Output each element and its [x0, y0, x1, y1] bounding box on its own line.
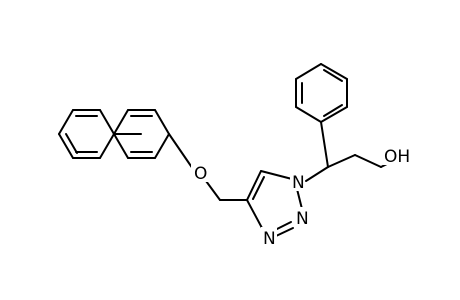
- naphthalene-right-ring: [113, 109, 170, 159]
- triazole-n1-label: N: [292, 173, 305, 193]
- triazole-n2-label: N: [296, 209, 309, 229]
- triazole-n1-atom: N: [290, 171, 306, 193]
- ether-linker: [168, 133, 221, 201]
- triazole-n3-label: N: [263, 229, 276, 249]
- triazole-ring: [246, 170, 303, 237]
- triazole-n3-atom: N: [261, 227, 277, 249]
- hydroxyl-atom: OH: [383, 145, 413, 167]
- n1-to-methine-bond: [305, 166, 329, 182]
- ether-oxygen-label: O: [194, 164, 207, 184]
- triazole-n2-atom: N: [294, 207, 310, 229]
- hydroxyl-label: OH: [384, 147, 410, 167]
- naphthalene-left-ring: [58, 109, 115, 159]
- phenyl-ring: [295, 63, 348, 168]
- ether-oxygen-atom: O: [191, 162, 210, 184]
- hydroxyethyl-chain: [327, 154, 392, 168]
